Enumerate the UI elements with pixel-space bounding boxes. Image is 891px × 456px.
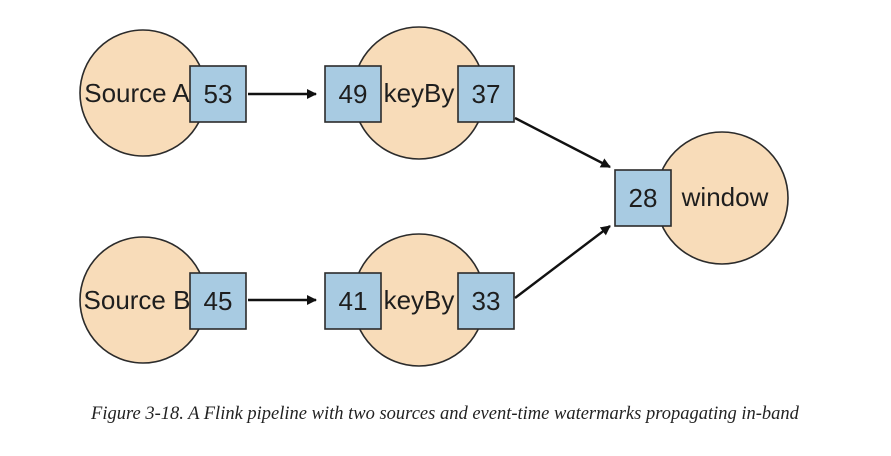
figure-caption: Figure 3-18. A Flink pipeline with two s… [91, 404, 799, 424]
source-b-label: Source B [84, 285, 191, 315]
source-b-node: Source B 45 [79, 236, 247, 364]
keyby-bottom-label: keyBy [384, 285, 455, 315]
window-label: window [681, 182, 769, 212]
keyby-bottom-watermark-in: 41 [339, 286, 368, 316]
source-a-label: Source A [84, 78, 190, 108]
keyby-bottom-watermark-in-box [324, 272, 382, 330]
source-a-watermark: 53 [204, 79, 233, 109]
keyby-top-watermark-out: 37 [472, 79, 501, 109]
window-node: 28 window [614, 131, 789, 265]
keyby-top-label: keyBy [384, 78, 455, 108]
keyby-bottom-node: 41 keyBy 33 [324, 233, 515, 367]
window-watermark-in: 28 [629, 183, 658, 213]
keyby-bottom-watermark-out: 33 [472, 286, 501, 316]
window-watermark-in-box [614, 169, 672, 227]
keyby-top-node: 49 keyBy 37 [324, 26, 515, 160]
keyby-bottom-watermark-out-box [457, 272, 515, 330]
keyby-top-watermark-in-box [324, 65, 382, 123]
edge-keyby-bottom-to-window [514, 225, 611, 299]
source-a-node: Source A 53 [79, 29, 247, 157]
keyby-top-watermark-in: 49 [339, 79, 368, 109]
source-b-watermark: 45 [204, 286, 233, 316]
source-b-watermark-box [189, 272, 247, 330]
keyby-top-watermark-out-box [457, 65, 515, 123]
source-a-watermark-box [189, 65, 247, 123]
edge-keyby-top-to-window [514, 116, 611, 169]
